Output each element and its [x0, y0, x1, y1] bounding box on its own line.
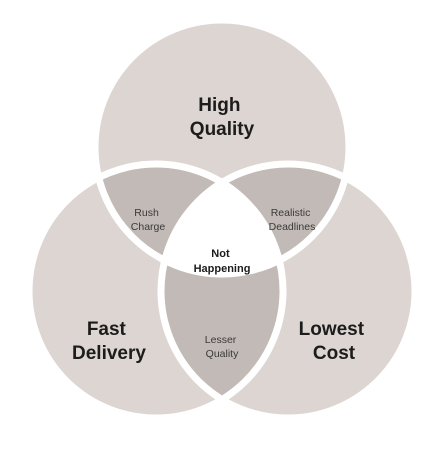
label-rush-charge: Rush Charge [131, 207, 166, 233]
label-fast-delivery: Fast Delivery [72, 319, 146, 364]
label-realistic-deadlines: Realistic Deadlines [269, 207, 316, 233]
outline-lowest-cost [157, 160, 419, 422]
label-not-happening: Not Happening [194, 248, 251, 275]
label-high-quality: High Quality [190, 95, 255, 140]
overlap-not-happening [161, 164, 283, 274]
label-lesser-quality: Lesser Quality [205, 334, 239, 360]
outline-high-quality [91, 16, 353, 278]
outline-fast-delivery [25, 160, 287, 422]
label-lowest-cost: Lowest Cost [299, 319, 370, 364]
